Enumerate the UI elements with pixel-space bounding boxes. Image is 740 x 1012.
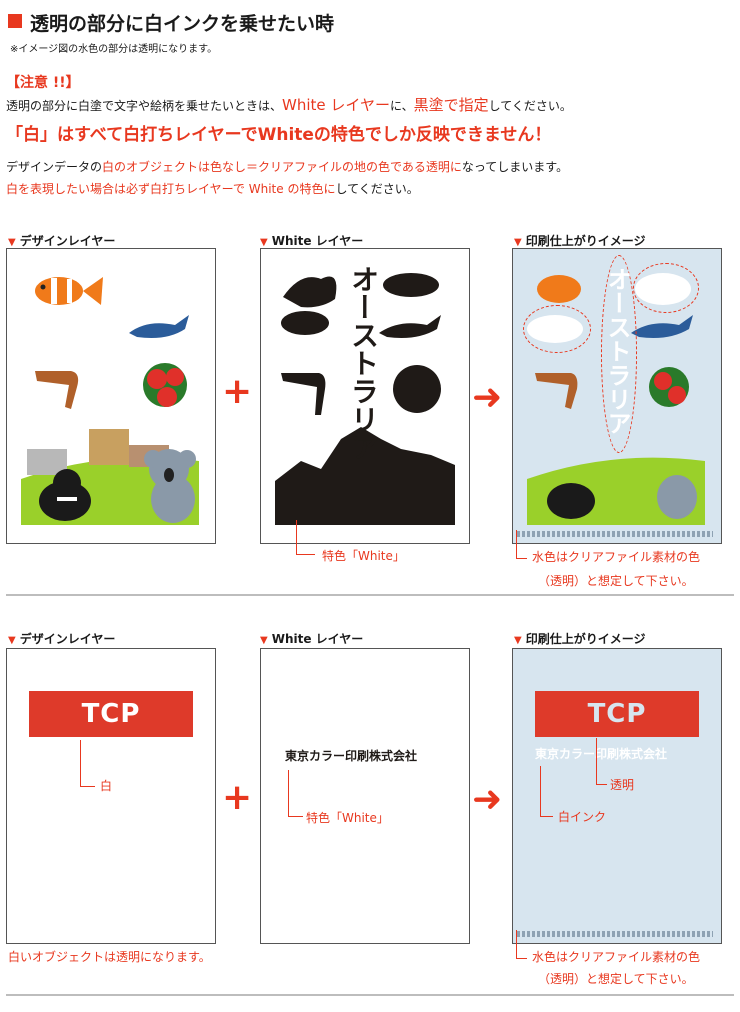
s2-label-white-text: White レイヤー [271, 632, 364, 646]
triangle-icon: ▼ [514, 237, 522, 248]
s2-white-panel: 東京カラー印刷株式会社 [260, 648, 470, 944]
caution-line-2: 「白」はすべて白打ちレイヤーでWhiteの特色でしか反映できません！ [6, 125, 552, 145]
caution-line-4: 白を表現したい場合は必ず白打ちレイヤーで White の特色にしてください。 [6, 180, 419, 197]
line1-black-fill: 黒塗で指定 [413, 96, 489, 114]
s1-white-panel: オーストラリア [260, 248, 470, 544]
s2-print-panel: TCP 東京カラー印刷株式会社 [512, 648, 722, 944]
triangle-icon: ▼ [514, 635, 522, 646]
s1-design-panel [6, 248, 216, 544]
s2-label-design: ▼デザインレイヤー [8, 630, 115, 647]
s2-design-note: 白いオブジェクトは透明になります。 [8, 950, 211, 964]
s2-white-leader [288, 770, 303, 817]
line1-text-c: に、 [389, 99, 414, 113]
s1-white-annotation: 特色「White」 [322, 549, 405, 563]
page-note: ※イメージ図の水色の部分は透明になります。 [10, 44, 218, 55]
s2-print-logo: TCP [587, 699, 647, 729]
header-square-icon [8, 14, 22, 28]
s1-print-dashed-ellipse [601, 255, 637, 453]
s2-label-white: ▼White レイヤー [260, 630, 363, 647]
caution-line-3: デザインデータの白のオブジェクトは色なし＝クリアファイルの地の色である透明になっ… [6, 158, 568, 175]
line3-text-c: なってしまいます。 [461, 160, 569, 174]
s1-design-artwork [21, 277, 199, 525]
line1-white-layer: White レイヤー [282, 96, 390, 114]
line4-text-b: してください。 [335, 182, 419, 196]
s2-white-ink-leader [540, 766, 553, 817]
s2-white-annotation: 特色「White」 [306, 811, 389, 825]
s1-arrow-icon: ➜ [472, 377, 503, 418]
line1-text-a: 透明の部分に白塗で文字や絵柄を乗せたいときは、 [6, 99, 283, 113]
s1-print-annotation-2: （透明）と想定して下さい。 [538, 574, 694, 588]
flower-silhouette-icon [393, 365, 441, 413]
s2-print-edge-dots [517, 931, 713, 937]
s2-plus-icon: + [222, 777, 253, 818]
s1-white-leader [296, 520, 315, 555]
s1-label-white: ▼White レイヤー [260, 232, 363, 249]
page-title: 透明の部分に白インクを乗せたい時 [30, 13, 335, 35]
s1-white-vertical-text: オーストラリア [347, 265, 380, 461]
s2-transparent-leader [596, 738, 607, 785]
triangle-icon: ▼ [260, 635, 268, 646]
s2-print-leader [516, 930, 527, 959]
s2-print-red-bar: TCP [535, 691, 699, 737]
tasmanian-devil-icon [547, 483, 595, 519]
s2-design-leader [80, 740, 95, 787]
s2-label-print-text: 印刷仕上がりイメージ [525, 632, 646, 646]
s2-print-annotation-1: 水色はクリアファイル素材の色 [532, 950, 701, 964]
s1-print-edge-dots [517, 531, 713, 537]
s2-white-company: 東京カラー印刷株式会社 [285, 749, 418, 763]
s1-label-print-text: 印刷仕上がりイメージ [525, 234, 646, 248]
s2-label-print: ▼印刷仕上がりイメージ [514, 630, 645, 647]
triangle-icon: ▼ [8, 635, 16, 646]
fish-silhouette-icon [283, 276, 337, 308]
s2-transparent-annotation: 透明 [610, 778, 635, 792]
cloud-silhouette-icon [281, 311, 329, 335]
s1-white-silhouettes [275, 273, 455, 525]
dolphin-icon [129, 315, 189, 338]
tasmanian-devil-icon [39, 469, 91, 521]
section-divider-2 [6, 994, 734, 996]
s2-design-logo: TCP [81, 699, 141, 729]
line1-text-e: してください。 [488, 99, 572, 113]
skyline-silhouette-icon [275, 427, 455, 525]
triangle-icon: ▼ [260, 237, 268, 248]
s1-label-print: ▼印刷仕上がりイメージ [514, 232, 645, 249]
triangle-icon: ▼ [8, 237, 16, 248]
koala-icon [144, 449, 196, 523]
s1-label-white-text: White レイヤー [271, 234, 364, 248]
s2-arrow-icon: ➜ [472, 779, 503, 820]
s2-design-panel: TCP [6, 648, 216, 944]
s1-label-design: ▼デザインレイヤー [8, 232, 115, 249]
line3-text-b: 白のオブジェクトは色なし＝クリアファイルの地の色である透明に [102, 160, 462, 174]
boomerang-silhouette-icon [281, 373, 326, 415]
s2-print-annotation-2: （透明）と想定して下さい。 [538, 972, 694, 986]
clownfish-icon [537, 275, 581, 303]
s1-print-vertical-text: オーストラリア [603, 267, 631, 435]
s2-design-red-bar: TCP [29, 691, 193, 737]
section-divider-1 [6, 594, 734, 596]
s1-print-dashed-cloud-1 [633, 263, 699, 313]
s2-print-company: 東京カラー印刷株式会社 [535, 747, 668, 761]
line4-text-a: 白を表現したい場合は必ず白打ちレイヤーで White の特色に [6, 182, 336, 196]
boomerang-icon [535, 373, 578, 409]
flower-icon [143, 363, 187, 407]
caution-line-1: 透明の部分に白塗で文字や絵柄を乗せたいときは、White レイヤーに、黒塗で指定… [6, 94, 572, 115]
s1-print-dashed-cloud-2 [523, 305, 591, 353]
s1-print-annotation-1: 水色はクリアファイル素材の色 [532, 550, 701, 564]
s2-design-annotation: 白 [100, 779, 113, 793]
s1-print-leader [516, 530, 527, 559]
cloud-silhouette-icon-2 [383, 273, 439, 297]
boomerang-icon [35, 371, 79, 409]
clownfish-icon [35, 277, 103, 305]
koala-icon [657, 475, 697, 519]
dolphin-silhouette-icon [379, 315, 441, 338]
s2-label-design-text: デザインレイヤー [19, 632, 116, 646]
s1-print-panel: オーストラリア [512, 248, 722, 544]
s1-print-artwork [527, 273, 705, 525]
caution-label: 【注意 !!】 [6, 75, 80, 91]
s1-plus-icon: + [222, 371, 253, 412]
dolphin-icon [631, 315, 693, 338]
s1-label-design-text: デザインレイヤー [19, 234, 116, 248]
s2-white-ink-annotation: 白インク [558, 810, 607, 824]
line3-text-a: デザインデータの [6, 160, 103, 174]
